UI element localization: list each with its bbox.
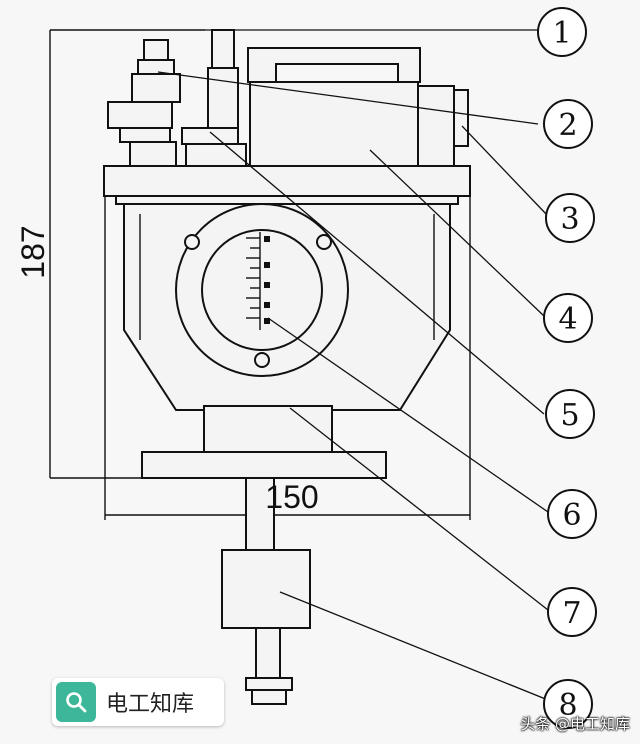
leader-lines [157, 29, 549, 701]
callout-label-5: 5 [560, 398, 579, 433]
callout-circle-7 [547, 587, 597, 637]
callout-circle-1 [537, 7, 587, 57]
top-fittings [107, 29, 469, 171]
callout-group: 1 2 3 4 5 6 7 8 [537, 7, 597, 729]
callout-circle-2 [543, 99, 593, 149]
dimension-lines [49, 29, 471, 520]
sight-glass [175, 203, 349, 377]
callout-circle-5 [545, 389, 595, 439]
search-chip-label: 电工知库 [106, 692, 195, 717]
search-icon[interactable] [56, 682, 96, 722]
dimension-height-label: 187 [15, 225, 51, 278]
callout-circle-6 [547, 489, 597, 539]
bottom-probe [221, 477, 311, 705]
callout-label-6: 6 [562, 498, 581, 533]
callout-label-7: 7 [562, 596, 581, 631]
gauge-scale [246, 232, 270, 330]
callout-circle-3 [545, 193, 595, 243]
callout-label-8: 8 [558, 688, 577, 723]
callout-label-4: 4 [558, 302, 577, 337]
dimension-width-label: 150 [265, 479, 318, 515]
callout-label-3: 3 [560, 202, 579, 237]
watermark: 头条 @电工知库 [520, 715, 630, 733]
search-chip[interactable]: 电工知库 [52, 678, 224, 726]
callout-label-1: 1 [552, 16, 571, 51]
callout-circle-4 [543, 293, 593, 343]
callout-circle-8 [543, 679, 593, 729]
callout-label-2: 2 [558, 108, 577, 143]
